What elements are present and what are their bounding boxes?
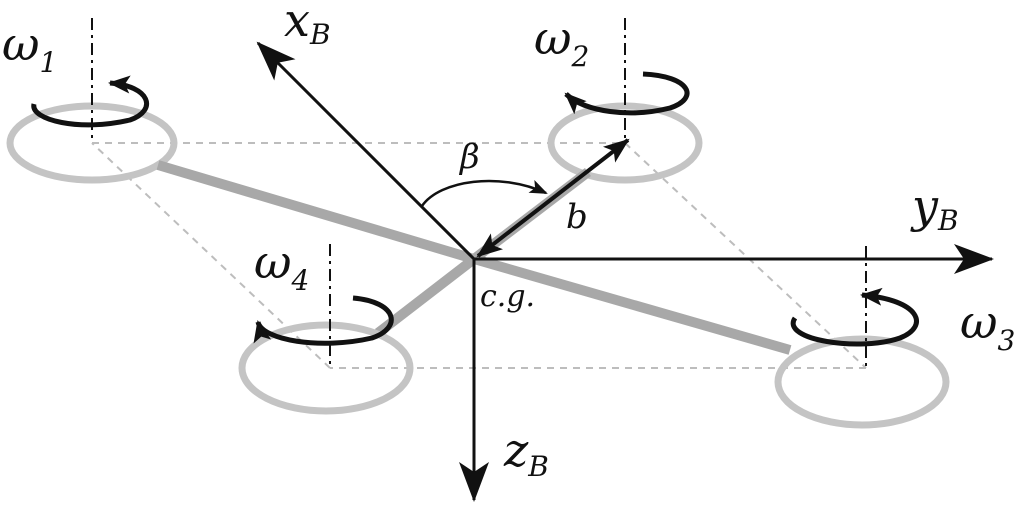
rotor-4-index: 4 [291,264,310,297]
rotor-4-rotation-arrow [253,295,394,346]
rotor-3-rotation-arrow [790,287,919,347]
arm-rotor-1 [156,160,476,264]
svg-text:yB: yB [910,179,959,237]
z-axis-symbol: z [503,423,529,477]
arm-length-label: b [566,197,588,237]
angle-label: β [458,137,480,177]
arm-length-arrow [476,138,630,258]
rotor-2-rotation-arrow [564,71,690,116]
rotor-3-ring [774,335,950,429]
rotor-4-ring [238,321,414,415]
svg-text:ω3: ω3 [960,295,1015,357]
y-axis-subscript: B [937,204,959,237]
svg-text:xB: xB [284,0,331,51]
z-axis-subscript: B [527,450,549,483]
rotor-3-index: 3 [998,324,1016,357]
x-axis-arrow [256,41,476,261]
rotor-1-ring [6,102,178,184]
rotor-spin-axes [91,18,867,368]
x-axis-symbol: x [284,0,310,47]
rotor-3-symbol: ω [960,295,998,349]
axis-labels: xB yB zB [284,0,959,483]
rotor-2-index: 2 [571,40,590,73]
svg-text:ω1: ω1 [2,17,57,79]
arm-rotor-3 [472,254,792,355]
y-axis-symbol: y [910,179,939,233]
rotor-1-symbol: ω [2,17,40,71]
rotation-arrows [31,71,919,347]
arm-rotor-4 [374,255,478,337]
rotor-2-symbol: ω [534,11,572,65]
rotor-1-rotation-arrow [31,75,150,128]
body-axes [256,41,994,502]
rotor-1-index: 1 [40,46,58,79]
svg-text:ω4: ω4 [254,235,309,297]
svg-text:zB: zB [503,423,549,483]
svg-text:ω2: ω2 [534,11,589,73]
rotor-labels: ω1 ω2 ω3 ω4 [2,11,1015,357]
x-axis-subscript: B [309,18,331,51]
rotor-4-symbol: ω [254,235,292,289]
angle-arc [420,179,548,207]
center-of-gravity-label: c.g. [480,279,535,314]
